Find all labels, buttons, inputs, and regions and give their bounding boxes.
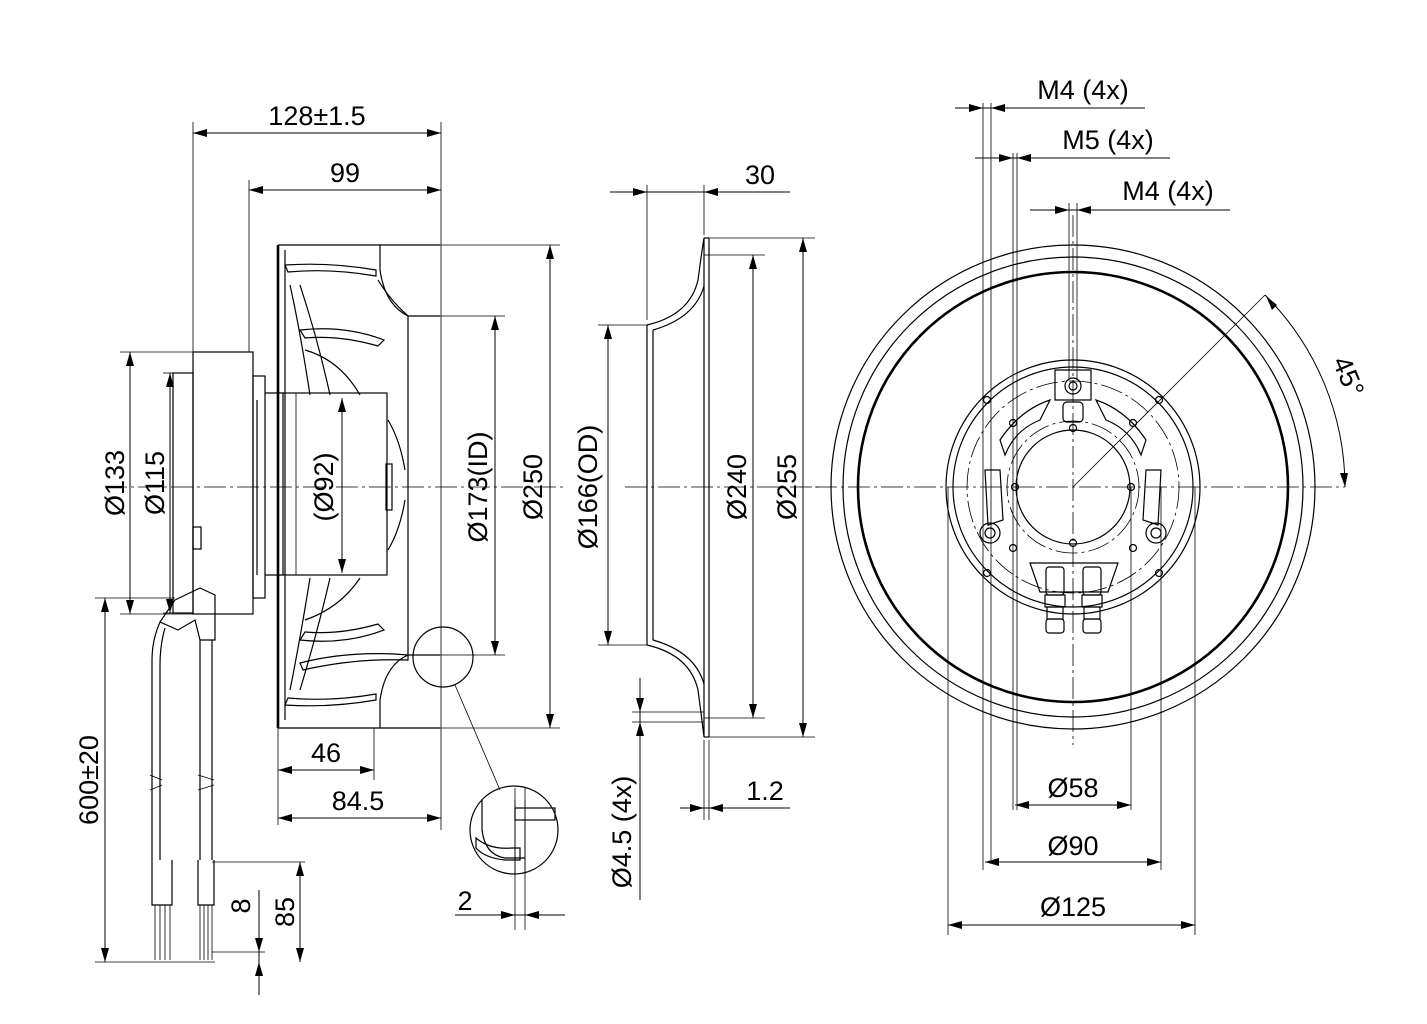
- outer-ring: [830, 244, 1316, 730]
- dim-hub-dia: (Ø92): [309, 398, 346, 573]
- dim-motor-dia: Ø133: [100, 352, 134, 614]
- dimension-label: 128±1.5: [268, 101, 365, 131]
- angle-ref-line: [1072, 294, 1266, 488]
- dimension-label: Ø133: [100, 450, 130, 516]
- dimension-label: 84.5: [332, 786, 385, 816]
- dim-thread-m4-b: M4 (4x): [1030, 176, 1230, 214]
- dim-nozzle-od: Ø166(OD): [573, 325, 612, 645]
- slot-upper-left: [999, 398, 1052, 457]
- angle-arc: [1264, 294, 1346, 488]
- dimension-label: 85: [270, 897, 300, 927]
- dim-strip-8: 8: [226, 890, 263, 995]
- cable-gland-right: [1081, 566, 1103, 634]
- top-boss: [1054, 369, 1092, 401]
- dim-blade-width: 46: [278, 738, 374, 774]
- dimension-label: Ø166(OD): [573, 425, 603, 550]
- dim-thread-m4-a: M4 (4x): [955, 75, 1145, 112]
- motor-housing: [192, 351, 254, 615]
- dimension-label: 2: [457, 886, 472, 916]
- dimension-label: Ø255: [772, 454, 802, 520]
- dimension-label: M4 (4x): [1037, 75, 1129, 105]
- dim-thread-m5: M5 (4x): [975, 125, 1170, 162]
- boss-right: [1145, 522, 1167, 544]
- impeller-shroud-top: [278, 244, 440, 317]
- bolt-circle-90: [966, 380, 1180, 594]
- motor-flange: [252, 375, 266, 599]
- cable-gland-left: [1044, 566, 1066, 634]
- dim-nozzle-holes: Ø4.5 (4x): [607, 678, 644, 900]
- dim-58: Ø58: [1015, 773, 1131, 809]
- dim-housing-length: 99: [249, 158, 441, 194]
- wires-left: [151, 860, 173, 906]
- nozzle-profile: [646, 237, 705, 738]
- dim-nozzle-depth: 30: [610, 160, 790, 196]
- rotor-hub: [282, 392, 388, 576]
- angle-label: 45°: [1326, 352, 1370, 401]
- slot-right: [1142, 469, 1162, 526]
- front-view: 45° M4 (4x) M5 (4x) M4 (4x): [815, 75, 1370, 935]
- dim-strip-85: 85: [270, 862, 304, 962]
- boss-left: [979, 522, 1001, 544]
- motor-flange-circle: [945, 359, 1201, 615]
- dim-inlet-id: Ø173(ID): [463, 316, 499, 655]
- dim-125: Ø125: [948, 892, 1195, 929]
- dim-overall-length: 128±1.5: [193, 101, 441, 137]
- cable-outlet: [1029, 562, 1119, 593]
- motor-end-cap: [172, 372, 194, 614]
- dim-nozzle-255: Ø255: [772, 238, 807, 737]
- motor-terminal: [192, 526, 202, 550]
- side-view: 128±1.5 99 Ø133 Ø115 (Ø92): [74, 101, 565, 995]
- dimension-label: Ø90: [1047, 831, 1098, 861]
- dimension-label: 99: [330, 158, 360, 188]
- dimension-label: Ø115: [140, 451, 170, 515]
- detail-callout-circle: [412, 626, 474, 688]
- dimension-label: Ø125: [1040, 892, 1106, 922]
- dim-90: Ø90: [985, 831, 1161, 866]
- dimension-label: Ø4.5 (4x): [607, 776, 637, 889]
- dim-gap: 2: [455, 886, 565, 919]
- dimension-label: Ø240: [722, 454, 752, 520]
- dim-nozzle-thickness: 1.2: [680, 776, 790, 812]
- dimension-label: 600±20: [74, 735, 104, 825]
- dimension-label: M4 (4x): [1122, 176, 1214, 206]
- nozzle-view: 30 Ø166(OD) Ø240 Ø255 Ø4.5 (4x): [573, 160, 820, 900]
- dimension-label: (Ø92): [309, 452, 339, 521]
- dim-nozzle-240: Ø240: [722, 255, 757, 718]
- hub-bore: [1015, 429, 1131, 545]
- blade-lower-1: [284, 693, 377, 707]
- inlet-ring: [856, 270, 1290, 704]
- dimension-label: 30: [745, 160, 775, 190]
- dim-impeller-dia: Ø250: [518, 245, 554, 728]
- cable-left: [151, 621, 161, 860]
- detail-view: [469, 785, 559, 875]
- dimension-label: Ø250: [518, 454, 548, 520]
- dimension-label: 46: [311, 738, 341, 768]
- dim-motor-inner-dia: Ø115: [140, 373, 174, 613]
- dimension-label: Ø173(ID): [463, 431, 493, 542]
- slot-left: [984, 469, 1004, 526]
- slot-upper-right: [1094, 398, 1147, 457]
- dimension-label: 1.2: [746, 776, 784, 806]
- dimension-label: 8: [226, 898, 256, 913]
- dim-cable-length: 600±20: [74, 598, 109, 962]
- dimension-label: M5 (4x): [1062, 125, 1154, 155]
- wires-right: [197, 860, 215, 906]
- blade-upper-1: [284, 263, 377, 277]
- dim-impeller-depth: 84.5: [278, 786, 441, 822]
- dimension-label: Ø58: [1047, 773, 1098, 803]
- impeller-shroud-bottom: [278, 654, 440, 729]
